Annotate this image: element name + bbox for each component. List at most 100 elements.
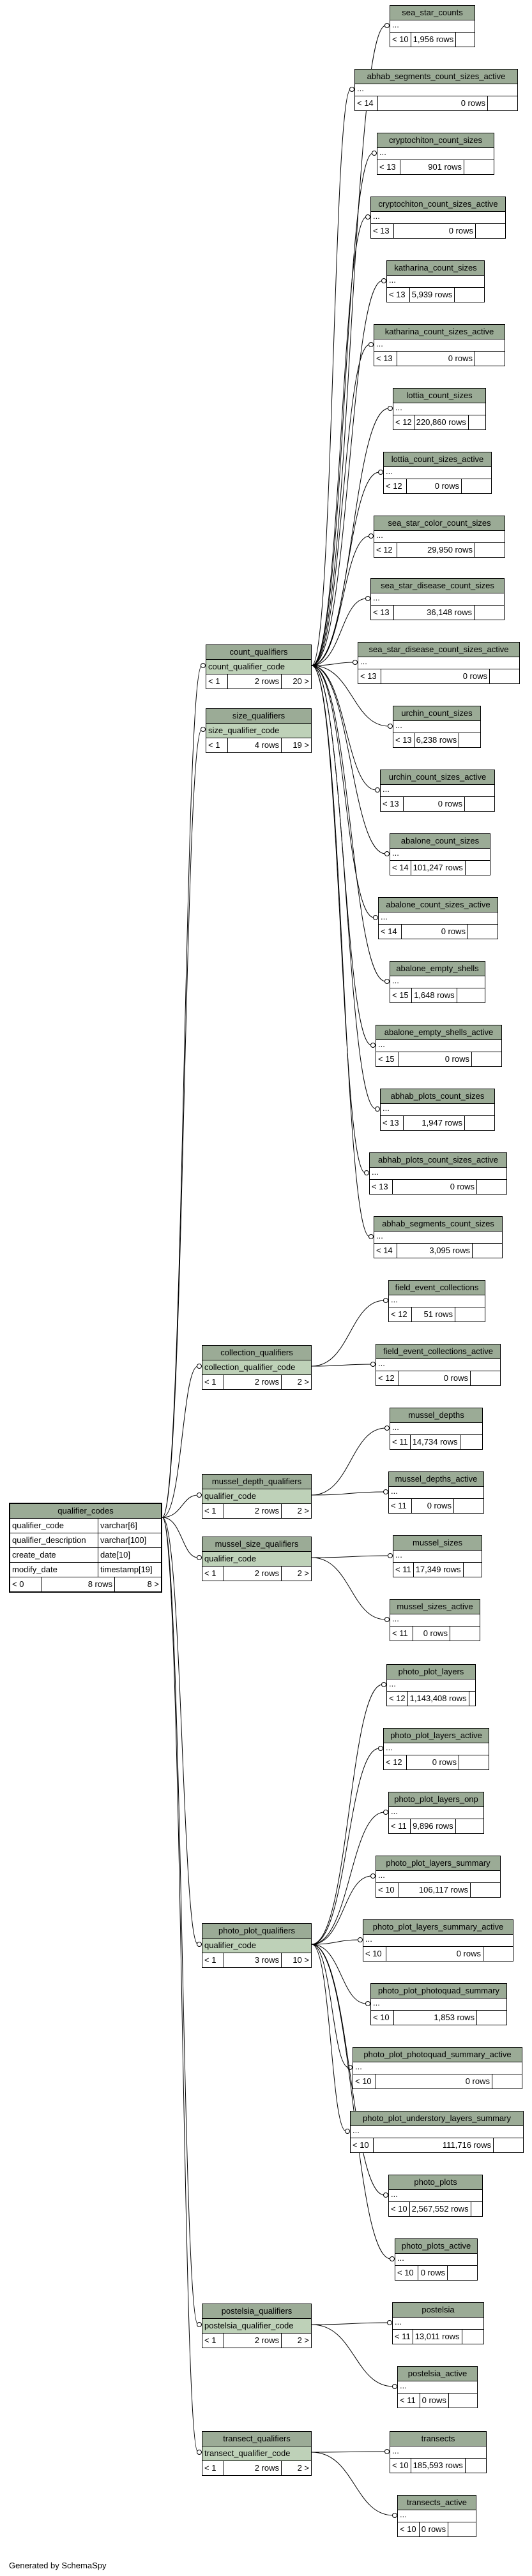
primary-key-column: qualifier_code (202, 1939, 311, 1953)
child-table[interactable]: photo_plot_understory_layers_summary...<… (350, 2111, 524, 2153)
table-title: abhab_plots_count_sizes_active (370, 1153, 506, 1168)
relationship-line (311, 665, 375, 918)
relationship-endpoint (383, 1489, 388, 1494)
row-count: 0 rows (412, 1499, 454, 1513)
children-count (477, 2011, 506, 2025)
table-title: sea_star_disease_count_sizes_active (358, 643, 519, 657)
child-table[interactable]: abhab_segments_count_sizes_active...< 14… (354, 69, 518, 111)
relationship-line (311, 1491, 385, 1496)
columns-ellipsis: ... (384, 467, 491, 479)
relationship-line (311, 1944, 349, 2068)
relationship-endpoint (197, 1555, 202, 1560)
qualifier-codes-table[interactable]: qualifier_codes qualifier_code varchar[6… (9, 1503, 162, 1593)
columns-ellipsis: ... (376, 1040, 501, 1052)
children-count: 2 > (297, 1506, 309, 1515)
table-title: photo_plot_understory_layers_summary (351, 2111, 523, 2126)
children-count (466, 2459, 486, 2473)
table-title: cryptochiton_count_sizes (377, 133, 494, 148)
children-count (456, 1819, 483, 1833)
parents-count: < 10 (395, 2266, 418, 2280)
children-count (476, 224, 505, 238)
parents-count: < 10 (398, 2522, 420, 2536)
columns-ellipsis: ... (374, 339, 505, 352)
child-table[interactable]: photo_plot_photoquad_summary_active...< … (353, 2047, 522, 2089)
columns-ellipsis: ... (370, 1168, 506, 1180)
parents-count: < 12 (384, 479, 407, 493)
table-title: count_qualifiers (206, 645, 311, 660)
row-count: 2 rows (228, 674, 282, 689)
children-count (492, 2074, 522, 2088)
child-table[interactable]: sea_star_disease_count_sizes_active...< … (358, 642, 520, 684)
columns-ellipsis: ... (353, 2062, 522, 2074)
relationship-line (311, 662, 354, 666)
row-count: 3 rows (224, 1953, 282, 1967)
parents-count: < 12 (384, 1755, 407, 1769)
row-count: 2 rows (224, 1504, 282, 1518)
relationship-line (311, 1812, 385, 1945)
relationship-endpoint (378, 1746, 383, 1751)
parents-count: < 13 (381, 797, 404, 811)
row-count: 36,148 rows (394, 606, 475, 620)
parents-count: < 11 (389, 1819, 411, 1833)
row-count: 3,095 rows (397, 1244, 473, 1258)
relationship-endpoint (197, 1493, 202, 1498)
children-count: 2 > (297, 2335, 309, 2345)
relationship-endpoint (197, 1364, 202, 1369)
row-count: 0 rows (393, 1180, 477, 1194)
children-count (456, 33, 475, 47)
